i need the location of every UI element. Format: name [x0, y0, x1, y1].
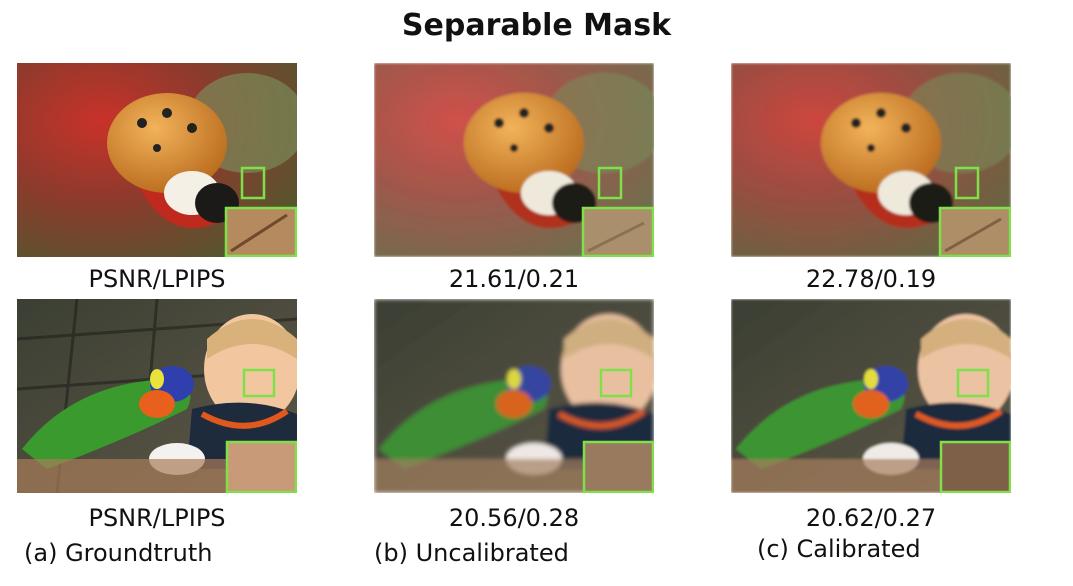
column-label-uncalibrated: (b) Uncalibrated — [374, 539, 569, 567]
caption-calibrated-row1: 22.78/0.19 — [805, 265, 937, 293]
ladybug-uncalibrated-image — [374, 63, 654, 257]
caption-groundtruth-row1: PSNR/LPIPS — [88, 265, 226, 293]
caption-calibrated-row2: 20.62/0.27 — [805, 504, 937, 532]
ladybug-calibrated-image — [731, 63, 1011, 257]
caption-groundtruth-row2: PSNR/LPIPS — [88, 504, 226, 532]
ladybug-groundtruth-image — [17, 63, 297, 257]
caption-uncalibrated-row2: 20.56/0.28 — [448, 504, 580, 532]
child-parrot-uncalibrated-image — [374, 299, 654, 493]
child-parrot-groundtruth-image — [17, 299, 297, 493]
column-label-calibrated: (c) Calibrated — [757, 535, 921, 563]
caption-uncalibrated-row1: 21.61/0.21 — [448, 265, 580, 293]
figure-title: Separable Mask — [401, 8, 672, 43]
column-label-groundtruth: (a) Groundtruth — [24, 539, 213, 567]
child-parrot-calibrated-image — [731, 299, 1011, 493]
